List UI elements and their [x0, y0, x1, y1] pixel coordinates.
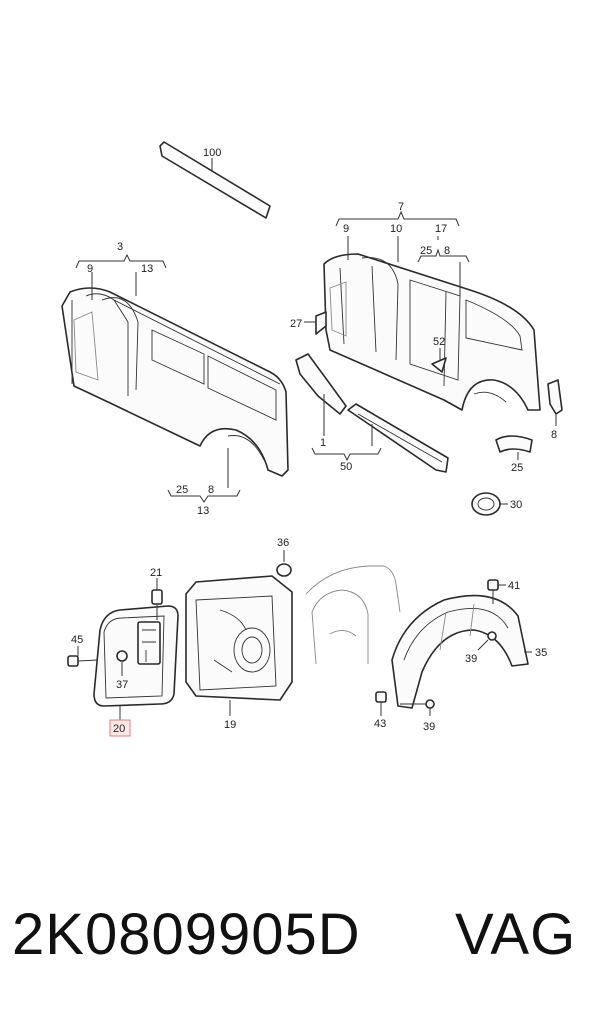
- part-21-bolt: 21: [150, 567, 163, 620]
- callout-35: 35: [535, 647, 547, 659]
- part-27-bracket: 27: [290, 311, 327, 335]
- vehicle-reference-outline: [305, 565, 401, 665]
- callout-8-right: 8: [551, 429, 557, 441]
- callout-25-bottom: 25: [176, 484, 188, 496]
- callout-50: 50: [340, 461, 352, 473]
- part-35-wheel-liner: 35: [391, 594, 547, 709]
- callout-30: 30: [510, 499, 522, 511]
- part-1-sill-panel: 1 50: [295, 353, 449, 473]
- callout-3: 3: [117, 241, 123, 253]
- callout-21: 21: [150, 567, 162, 579]
- part-45-screw: 45: [67, 634, 99, 667]
- callout-10: 10: [390, 223, 402, 235]
- callout-9-left: 9: [87, 263, 93, 275]
- callout-43: 43: [374, 718, 386, 730]
- part-19-filler-housing: 19: [185, 575, 293, 731]
- callout-45: 45: [71, 634, 83, 646]
- callout-19: 19: [224, 719, 236, 731]
- part-25-rear-piece: 25: [495, 435, 533, 474]
- callout-39-lower: 39: [423, 721, 435, 733]
- part-20-fuel-filler-flap: 20: [93, 605, 179, 737]
- callout-17: 17: [435, 223, 447, 235]
- part-39-upper-screw: 39: [465, 631, 497, 665]
- callout-39-upper: 39: [465, 653, 477, 665]
- part-30-grommet: 30: [471, 492, 522, 516]
- highlight-box: [109, 719, 131, 737]
- callout-7: 7: [398, 201, 404, 213]
- part-39-lower-screw: 39: [400, 699, 435, 733]
- callout-8-bottom: 8: [208, 484, 214, 496]
- callout-100: 100: [203, 147, 221, 159]
- callout-13-bottom: 13: [197, 505, 209, 517]
- callout-25-right: 25: [511, 462, 523, 474]
- part-37-clip: 37: [116, 650, 128, 691]
- part-100-molding-strip: 100: [159, 141, 271, 219]
- callout-41: 41: [508, 580, 520, 592]
- part-3-left-side-panel: 3 9 13 25 8 13: [61, 241, 289, 517]
- callout-20: 20: [113, 723, 125, 735]
- part-52-insert: 52: [431, 336, 447, 373]
- brand-label: VAG: [455, 902, 577, 967]
- callout-37: 37: [116, 679, 128, 691]
- callout-27: 27: [290, 318, 302, 330]
- part-36-plug: 36: [276, 537, 292, 577]
- part-8-bracket: 8: [547, 379, 563, 441]
- part-number-label: 2K0809905D: [12, 902, 361, 967]
- callout-9-right: 9: [343, 223, 349, 235]
- callout-52: 52: [433, 336, 445, 348]
- part-41-fastener: 41: [487, 579, 520, 604]
- part-43-clip: 43: [374, 691, 387, 730]
- callout-25-top: 25: [420, 245, 432, 257]
- callout-13-left: 13: [141, 263, 153, 275]
- callout-36: 36: [277, 537, 289, 549]
- part-7-right-side-panel: 7 9 10 17 25 8: [323, 201, 541, 411]
- callout-1: 1: [320, 437, 326, 449]
- callout-8-top: 8: [444, 245, 450, 257]
